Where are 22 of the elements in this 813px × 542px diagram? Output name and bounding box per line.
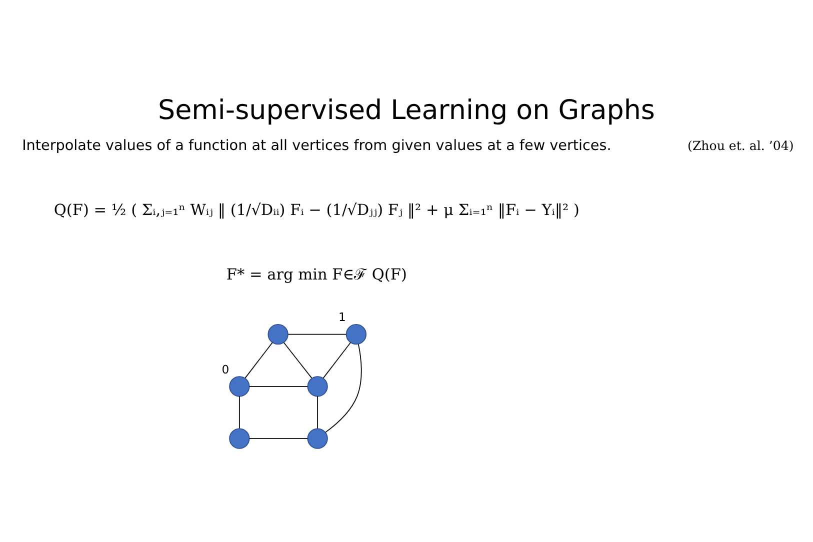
node-circle	[346, 324, 367, 345]
connector	[244, 342, 273, 379]
diagram-title: Semi-supervised Learning on Graphs	[158, 94, 655, 126]
label: Interpolate values of a function at all vertices from given values at a few vertices.	[22, 138, 612, 154]
connector	[249, 438, 308, 439]
node-circle	[229, 428, 250, 449]
connector	[317, 396, 318, 429]
label: F* = arg min F∈ℱ Q(F)	[226, 266, 407, 284]
label: (Zhou et. al. ’04)	[688, 138, 794, 153]
connector	[238, 396, 240, 429]
node-circle	[268, 324, 288, 345]
connector	[322, 342, 351, 379]
node-circle	[307, 376, 328, 397]
node-label: 0	[222, 362, 230, 376]
connector	[283, 342, 312, 379]
node-circle	[307, 428, 328, 449]
node-label: 1	[338, 310, 346, 324]
node-circle	[229, 376, 250, 397]
connector	[249, 386, 308, 387]
connector	[325, 344, 362, 433]
connector	[288, 334, 347, 335]
label: Q(F) = ½ ( Σᵢ,ⱼ₌₁ⁿ Wᵢⱼ ‖ (1/√Dᵢᵢ) Fᵢ − (1/√Dⱼⱼ) Fⱼ ‖² + μ Σᵢ₌₁ⁿ ‖Fᵢ − Yᵢ‖² )	[54, 200, 580, 219]
